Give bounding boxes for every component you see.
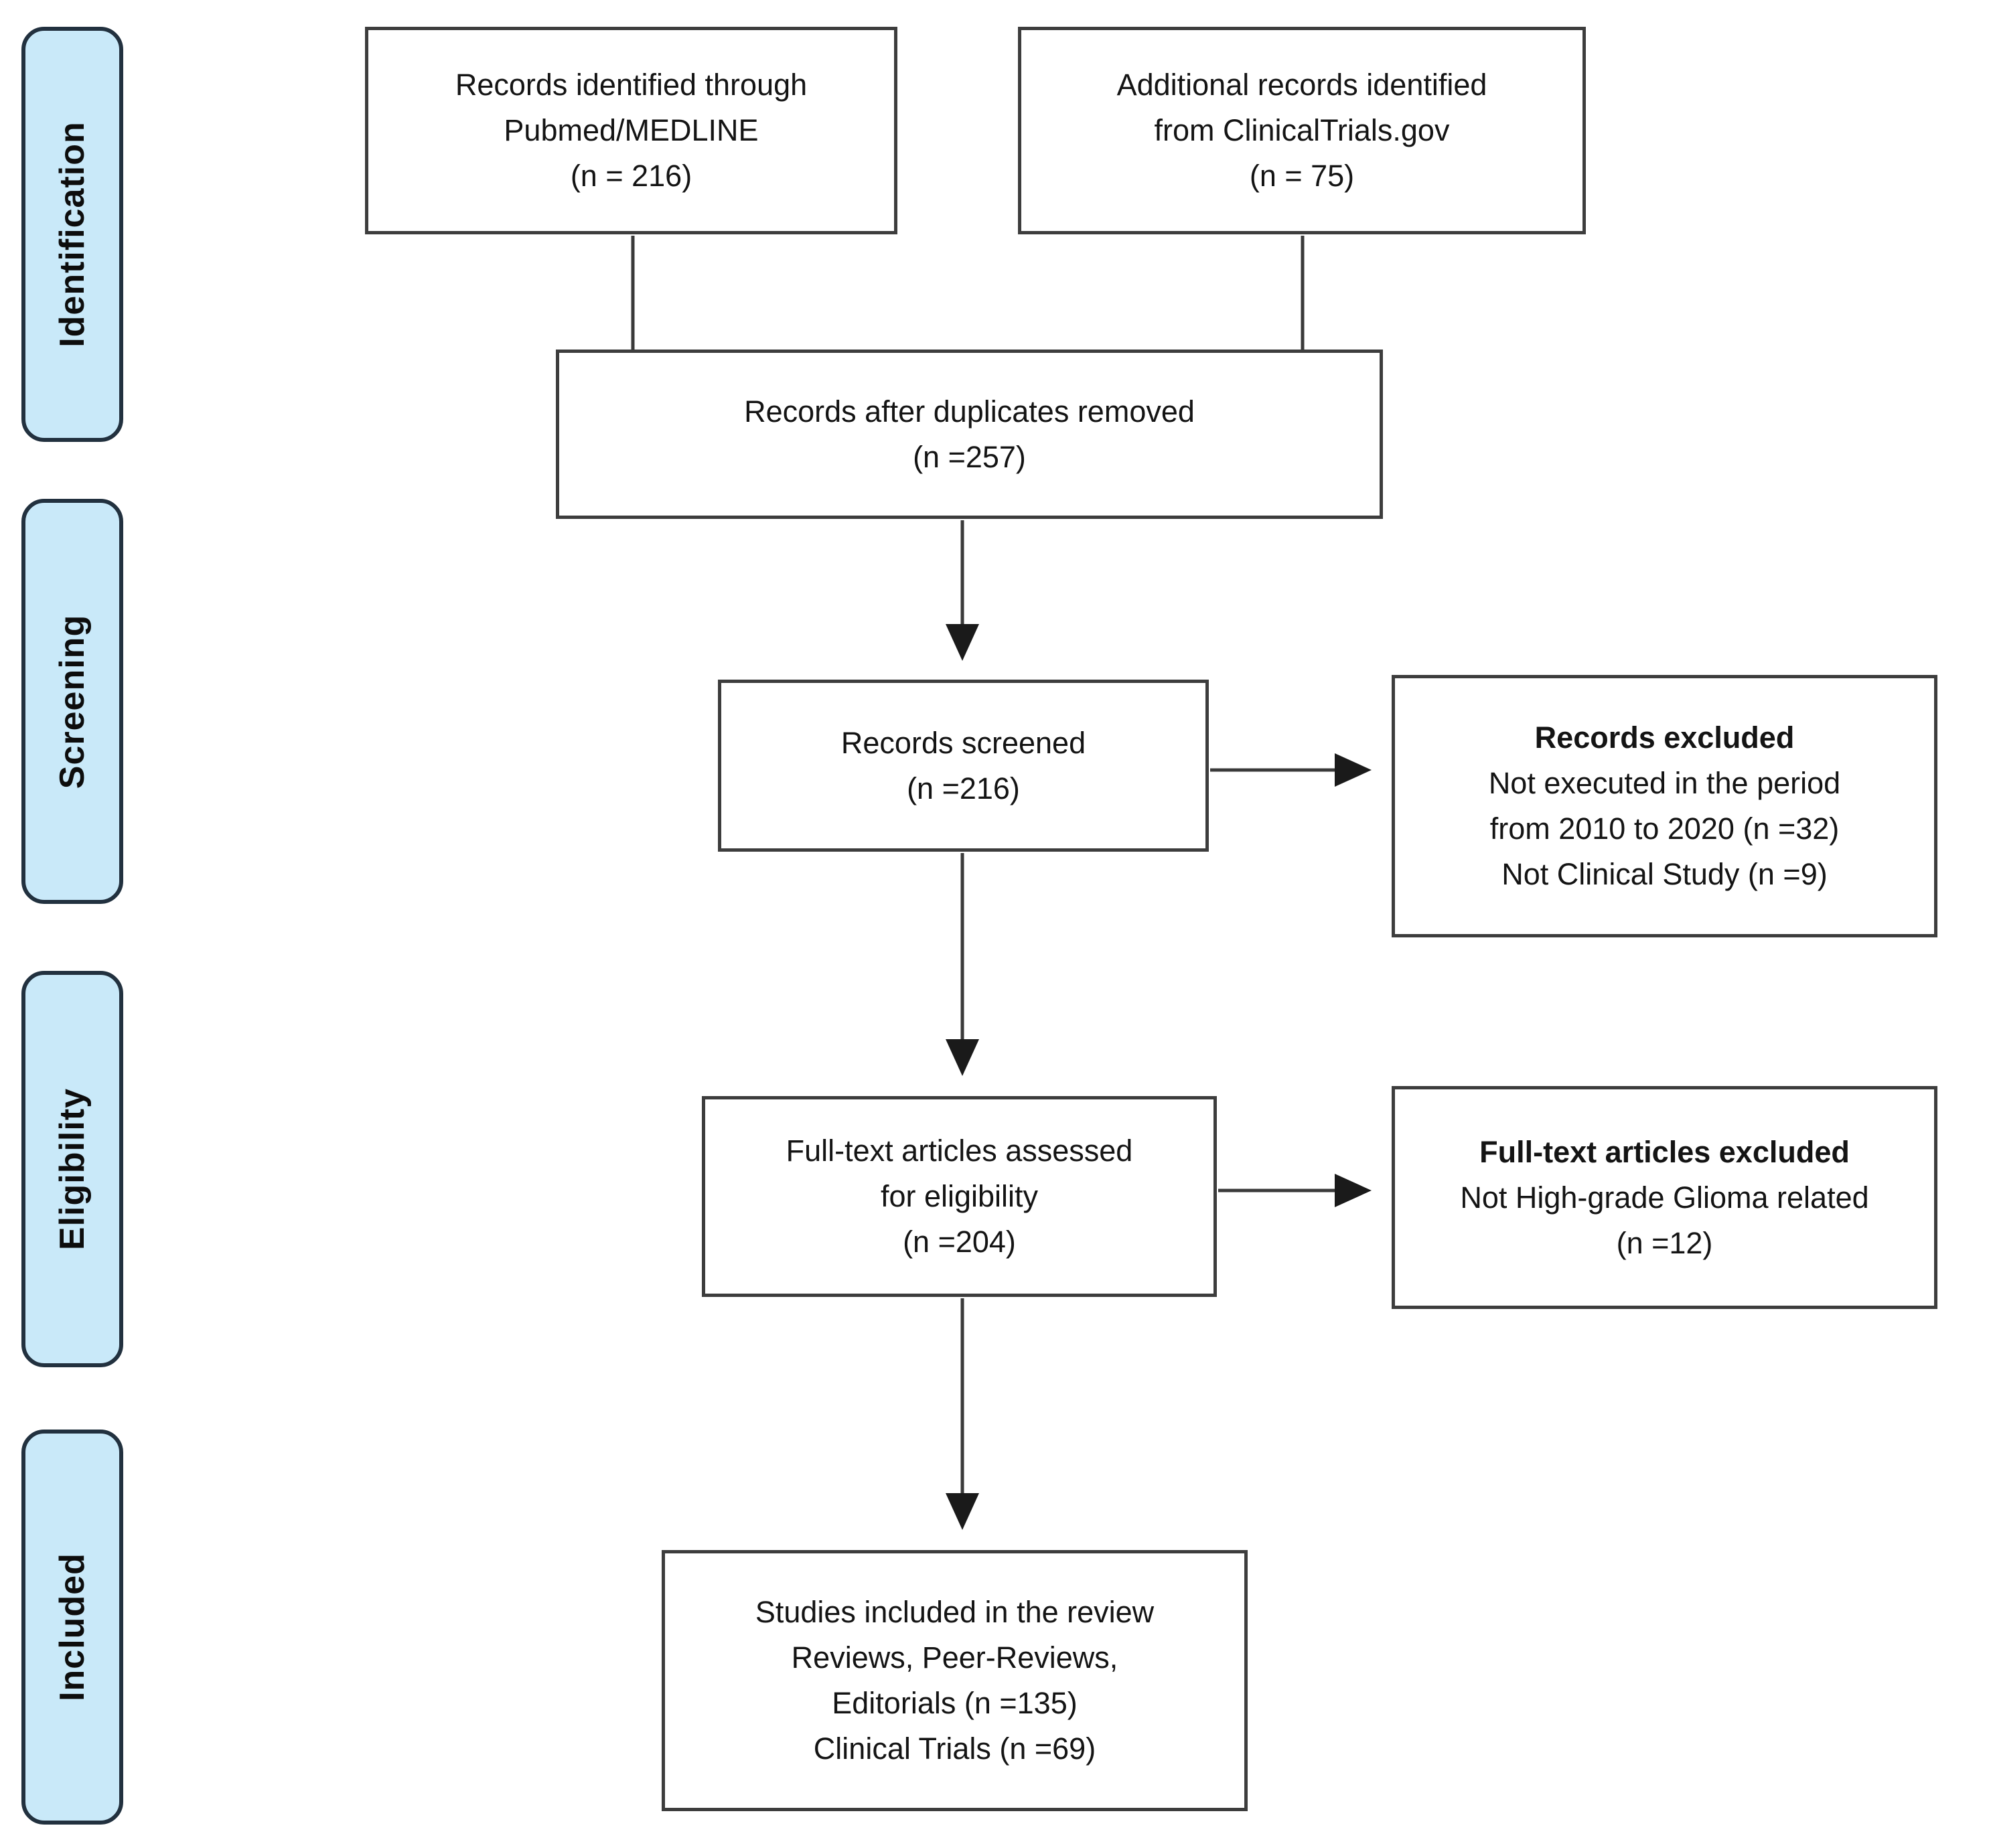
- box-records-excluded-title: Records excluded: [1534, 720, 1795, 755]
- box-dedup-line-1: Records after duplicates removed: [744, 394, 1195, 429]
- stage-eligibility: Eligibility: [21, 971, 123, 1367]
- box-fulltext-excluded: Full-text articles excluded Not High-gra…: [1392, 1086, 1937, 1309]
- box-included-line-1: Studies included in the review: [755, 1595, 1155, 1629]
- box-records-excluded-line-1: Not executed in the period: [1488, 766, 1841, 800]
- box-pubmed-line-2: Pubmed/MEDLINE: [504, 113, 759, 147]
- box-fulltext-excluded-title: Full-text articles excluded: [1479, 1134, 1850, 1169]
- box-additional-records-clinicaltrials: Additional records identified from Clini…: [1018, 27, 1586, 234]
- box-pubmed-line-1: Records identified through: [455, 68, 808, 102]
- box-fulltext-line-1: Full-text articles assessed: [786, 1134, 1133, 1168]
- stage-screening: Screening: [21, 499, 123, 904]
- box-records-identified-pubmed: Records identified through Pubmed/MEDLIN…: [365, 27, 897, 234]
- box-records-screened: Records screened (n =216): [718, 680, 1209, 852]
- stage-included-label: Included: [53, 1553, 92, 1701]
- box-screened-line-1: Records screened: [840, 725, 1086, 760]
- stage-identification: Identification: [21, 27, 123, 442]
- box-included-line-2: Reviews, Peer-Reviews,: [791, 1640, 1118, 1675]
- box-clinicaltrials-count: (n = 75): [1249, 159, 1355, 193]
- box-fulltext-count: (n =204): [903, 1225, 1016, 1259]
- box-dedup-count: (n =257): [913, 439, 1026, 474]
- box-pubmed-count: (n = 216): [570, 159, 692, 193]
- box-screened-count: (n =216): [907, 771, 1020, 805]
- box-records-excluded: Records excluded Not executed in the per…: [1392, 675, 1937, 937]
- box-fulltext-excluded-line-1: Not High-grade Glioma related: [1460, 1180, 1869, 1215]
- stage-screening-label: Screening: [53, 614, 92, 789]
- box-records-after-duplicates-removed: Records after duplicates removed (n =257…: [556, 350, 1383, 519]
- box-fulltext-line-2: for eligibility: [880, 1179, 1039, 1213]
- box-fulltext-assessed: Full-text articles assessed for eligibil…: [702, 1096, 1217, 1297]
- stage-eligibility-label: Eligibility: [53, 1087, 92, 1251]
- box-records-excluded-line-3: Not Clinical Study (n =9): [1501, 857, 1828, 891]
- box-included-line-4: Clinical Trials (n =69): [813, 1731, 1096, 1766]
- box-studies-included: Studies included in the review Reviews, …: [662, 1550, 1248, 1811]
- stage-included: Included: [21, 1430, 123, 1825]
- box-included-line-3: Editorials (n =135): [832, 1686, 1078, 1720]
- box-fulltext-excluded-count: (n =12): [1616, 1225, 1713, 1260]
- stage-identification-label: Identification: [53, 121, 92, 348]
- box-clinicaltrials-line-2: from ClinicalTrials.gov: [1154, 113, 1450, 147]
- box-records-excluded-line-2: from 2010 to 2020 (n =32): [1489, 812, 1840, 846]
- box-clinicaltrials-line-1: Additional records identified: [1116, 68, 1487, 102]
